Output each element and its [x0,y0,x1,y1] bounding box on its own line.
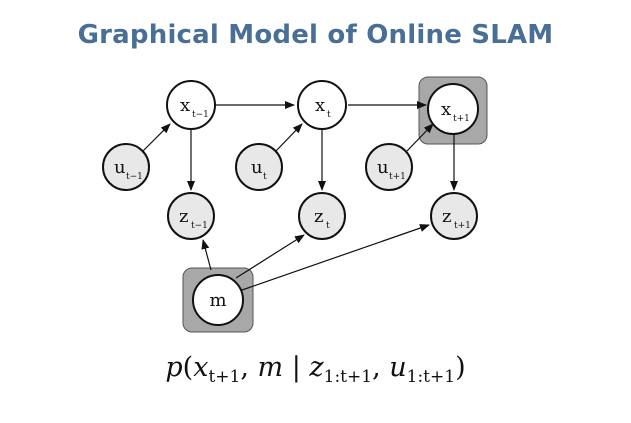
node-z-curr: z t [298,192,346,240]
node-u-prev-subscript: t−1 [126,172,143,182]
node-x-next-subscript: t+1 [453,114,470,124]
node-z-prev-label: z [179,206,188,227]
edge-map-to-z-curr [235,234,305,279]
node-x-curr-label: x [315,95,325,116]
node-z-prev-subscript: t−1 [191,221,208,231]
formula-close-paren: ) [455,352,466,383]
node-z-next-label: z [442,206,451,227]
node-u-next-subscript: t+1 [389,172,406,182]
node-u-prev: u t−1 [102,143,150,191]
node-z-next-subscript: t+1 [454,221,471,231]
formula-comma-2: , [372,352,390,383]
formula-u: u [389,352,407,383]
posterior-formula: p(xt+1, m | z1:t+1, u1:t+1) [0,352,631,387]
formula-x: x [193,352,209,383]
node-z-prev: z t−1 [167,192,215,240]
edge-map-to-z-prev [201,239,212,271]
formula-comma-1: , [240,352,258,383]
edge-u-curr-to-x-curr [275,123,303,152]
node-u-prev-label: u [114,157,126,178]
node-z-next: z t+1 [430,192,478,240]
node-x-prev: x t−1 [166,80,216,130]
edge-u-prev-to-x-prev [142,123,171,152]
node-u-curr-subscript: t [263,172,267,182]
node-u-curr: u t [235,143,283,191]
formula-p: p [165,352,183,383]
formula-u-subscript: 1:t+1 [406,367,456,387]
node-x-next: x t+1 [427,83,479,135]
edges [142,101,458,291]
node-x-curr-subscript: t [327,110,331,120]
edge-map-to-z-next [241,224,430,291]
formula-conditional-bar: | [283,352,310,383]
node-u-curr-label: u [251,157,263,178]
formula-z: z [309,352,324,383]
formula-m: m [257,352,284,383]
slide-title: Graphical Model of Online SLAM [77,20,554,50]
formula-z-subscript: 1:t+1 [323,367,373,387]
node-x-next-label: x [441,99,451,120]
node-x-prev-label: x [180,95,190,116]
node-map-label: m [209,290,226,311]
node-x-curr: x t [297,80,347,130]
edge-u-next-to-x-next [406,123,434,152]
node-z-curr-label: z [314,206,323,227]
node-u-next-label: u [377,157,389,178]
node-u-next: u t+1 [365,143,413,191]
formula-open-paren: ( [182,352,194,383]
formula-x-subscript: t+1 [208,367,241,387]
node-x-prev-subscript: t−1 [192,110,209,120]
node-z-curr-subscript: t [326,221,330,231]
node-map: m [192,274,244,326]
